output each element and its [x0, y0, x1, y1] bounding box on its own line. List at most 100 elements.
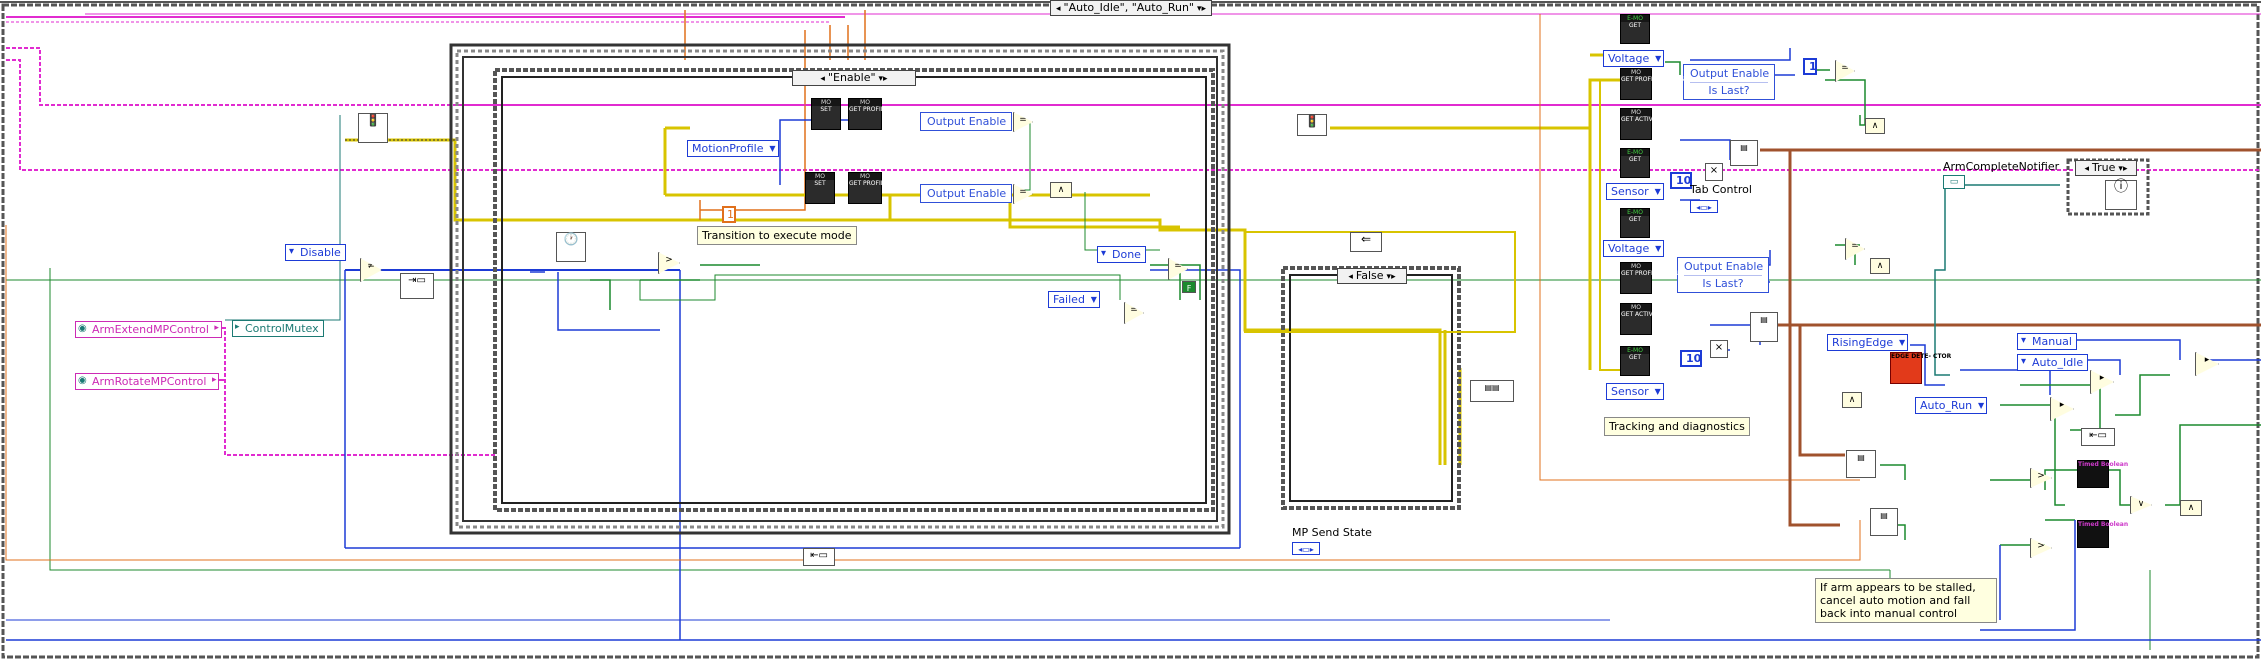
- prev-case-arrow[interactable]: ◂: [2084, 164, 2090, 174]
- emo-header: E-MO: [1621, 15, 1649, 22]
- outer-case-selector[interactable]: ◂"Auto_Idle", "Auto_Run"▾▸: [1050, 0, 1212, 16]
- mp-send-state-label: MP Send State: [1292, 526, 1372, 539]
- index-array-icon-3[interactable]: ▤: [1846, 450, 1876, 478]
- control-mutex-label: ControlMutex: [245, 322, 319, 335]
- emo-get-vi-1[interactable]: E-MO GET: [1620, 14, 1650, 44]
- is-last-label: Is Last?: [1684, 275, 1762, 290]
- traffic-light-icon-1[interactable]: 🚦: [358, 113, 388, 143]
- mo-get-active-traj-vi-2[interactable]: MO GET ACTIVE TRAJ: [1620, 303, 1672, 335]
- mo-set-vi-2[interactable]: MO SET: [805, 172, 835, 204]
- numeric-constant-blue[interactable]: 1: [1803, 58, 1817, 75]
- mo-get-label: GET: [1628, 22, 1642, 29]
- mo-get-active-traj-label: GET ACTIVE TRAJ: [1621, 116, 1672, 123]
- case-dropdown-arrow[interactable]: ▾▸: [878, 74, 888, 84]
- numeric-constant-10-1[interactable]: 10: [1670, 172, 1692, 189]
- unbundle-icon-2[interactable]: ⇤▭: [803, 548, 835, 566]
- manual-enum[interactable]: Manual: [2017, 333, 2077, 350]
- emo-get-vi-2[interactable]: E-MO GET: [1620, 148, 1650, 178]
- auto-run-enum[interactable]: Auto_Run: [1915, 397, 1988, 414]
- shift-register-icon[interactable]: ⇐: [1350, 232, 1382, 252]
- outer-case-frame: [1, 3, 2260, 659]
- mo-header: MO: [806, 173, 834, 180]
- arm-rotate-ref[interactable]: ArmRotateMPControl: [75, 373, 220, 390]
- done-enum[interactable]: Done: [1097, 246, 1146, 263]
- timed-boolean-label: Timed Boolean: [2078, 461, 2129, 468]
- auto-idle-enum[interactable]: Auto_Idle: [2017, 354, 2089, 371]
- tab-control-indicator[interactable]: ◂▭▸: [1690, 200, 1718, 213]
- output-enable-property-3[interactable]: Output Enable Is Last?: [1683, 64, 1775, 100]
- index-array-icon-2[interactable]: ▤: [1750, 312, 1778, 342]
- mo-get-profile-status-vi-1[interactable]: MO GET PROFILE STATUS: [848, 98, 912, 130]
- emo-get-vi-3[interactable]: E-MO GET: [1620, 208, 1650, 238]
- prev-case-arrow[interactable]: ◂: [1055, 4, 1061, 14]
- inner-case-selector[interactable]: ◂"Enable"▾▸: [792, 70, 916, 86]
- prev-case-arrow[interactable]: ◂: [1348, 272, 1353, 282]
- voltage-label: Voltage: [1608, 52, 1650, 65]
- control-mutex-ref[interactable]: ControlMutex: [232, 320, 324, 337]
- failed-enum[interactable]: Failed: [1048, 291, 1100, 308]
- transition-comment: Transition to execute mode: [697, 226, 857, 245]
- multiply-icon-2[interactable]: ×: [1710, 340, 1728, 358]
- motion-profile-enum[interactable]: MotionProfile: [687, 140, 779, 157]
- stall-comment: If arm appears to be stalled, cancel aut…: [1815, 578, 1997, 623]
- edge-detector-vi[interactable]: EDGE DETE- CTOR: [1890, 352, 1951, 384]
- traffic-light-icon-2[interactable]: 🚦: [1297, 114, 1327, 136]
- unbundle-icon[interactable]: ⇥▭: [400, 273, 434, 299]
- mo-get-active-traj-vi-1[interactable]: MO GET ACTIVE TRAJ: [1620, 108, 1672, 140]
- case-dropdown-arrow[interactable]: ▾▸: [1196, 4, 1207, 14]
- and-primitive-3[interactable]: ∧: [1870, 258, 1890, 274]
- index-array-icon-4[interactable]: ▤: [1870, 508, 1898, 536]
- sensor-enum-1[interactable]: Sensor: [1606, 183, 1664, 200]
- output-enable-property-2[interactable]: Output Enable: [920, 184, 1012, 203]
- and-primitive-2[interactable]: ∧: [1865, 118, 1885, 134]
- green-indicator-icon[interactable]: F: [1182, 281, 1196, 293]
- disable-enum[interactable]: Disable: [285, 244, 346, 261]
- tracking-comment: Tracking and diagnostics: [1604, 417, 1750, 436]
- index-array-icon-1[interactable]: ▤: [1730, 140, 1758, 166]
- mo-header: MO: [849, 173, 881, 180]
- mp-send-state-indicator[interactable]: ◂▭▸: [1292, 542, 1320, 555]
- timed-boolean-vi-2[interactable]: Timed Boolean: [2077, 520, 2128, 548]
- mo-get-profile-status-vi-3[interactable]: MO GET PROFILE STATUS: [1620, 68, 1684, 100]
- timed-boolean-label: Timed Boolean: [2078, 521, 2129, 528]
- mo-set-vi-1[interactable]: MO SET: [811, 98, 841, 130]
- mo-get-profile-status-label: GET PROFILE STATUS: [1621, 76, 1685, 83]
- notifier-icon[interactable]: ⓘ: [2105, 180, 2137, 210]
- motion-profile-label: MotionProfile: [692, 142, 764, 155]
- build-array-icon[interactable]: ⇤▭: [2081, 428, 2115, 446]
- rising-edge-enum[interactable]: RisingEdge: [1827, 334, 1909, 351]
- voltage-enum-1[interactable]: Voltage: [1603, 50, 1665, 67]
- output-enable-label: Output Enable: [927, 115, 1007, 128]
- true-case-selector[interactable]: ◂True▾▸: [2075, 160, 2137, 176]
- mo-header: MO: [1621, 109, 1651, 116]
- output-enable-property-4[interactable]: Output Enable Is Last?: [1677, 257, 1769, 293]
- false-case-selector[interactable]: ◂False▾▸: [1337, 268, 1407, 284]
- voltage-enum-2[interactable]: Voltage: [1603, 240, 1665, 257]
- case-dropdown-arrow[interactable]: ▾▸: [1386, 272, 1396, 282]
- and-primitive-1[interactable]: ∧: [1050, 182, 1072, 198]
- mo-header: MO: [1621, 69, 1651, 76]
- and-primitive-5[interactable]: ∧: [2180, 500, 2202, 516]
- false-case-label: False: [1355, 269, 1384, 282]
- sensor-label: Sensor: [1611, 185, 1649, 198]
- arm-extend-label: ArmExtendMPControl: [92, 323, 209, 336]
- timed-boolean-vi-1[interactable]: Timed Boolean: [2077, 460, 2128, 488]
- constant-value: 10: [1686, 352, 1702, 365]
- notifier-ref-icon[interactable]: ▭: [1943, 175, 1965, 189]
- sensor-enum-2[interactable]: Sensor: [1606, 383, 1664, 400]
- output-enable-property-1[interactable]: Output Enable: [920, 112, 1012, 131]
- numeric-constant-orange[interactable]: 1: [722, 206, 736, 223]
- case-dropdown-arrow[interactable]: ▾▸: [2118, 164, 2128, 174]
- arm-extend-ref[interactable]: ArmExtendMPControl: [75, 321, 222, 338]
- emo-get-vi-4[interactable]: E-MO GET: [1620, 346, 1650, 376]
- and-primitive-4[interactable]: ∧: [1842, 392, 1862, 408]
- index-array-icon-5[interactable]: ▤▤: [1470, 380, 1514, 402]
- multiply-icon-1[interactable]: ×: [1705, 163, 1723, 181]
- mo-get-profile-status-vi-2[interactable]: MO GET PROFILE STATUS: [848, 172, 912, 204]
- numeric-constant-10-2[interactable]: 10: [1680, 350, 1702, 367]
- prev-case-arrow[interactable]: ◂: [820, 74, 825, 84]
- mo-get-profile-status-vi-4[interactable]: MO GET PROFILE STATUS: [1620, 262, 1684, 294]
- mo-header: MO: [812, 99, 840, 106]
- clock-icon[interactable]: 🕐: [556, 232, 586, 262]
